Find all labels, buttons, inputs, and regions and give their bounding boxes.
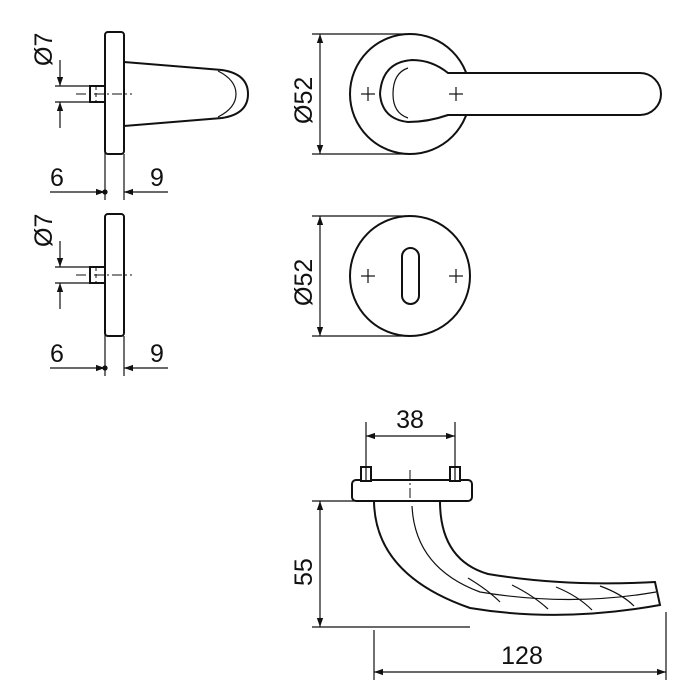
front-view-escutcheon: Ø52 xyxy=(290,215,471,337)
dim-rose-diameter: Ø52 xyxy=(290,77,318,124)
dim-top-left-offset: 6 xyxy=(50,164,64,192)
dim-top-spindle-diameter: Ø7 xyxy=(30,33,58,66)
side-view-curved-lever: 38 55 128 xyxy=(290,406,667,680)
front-view-rose-with-lever: Ø52 xyxy=(290,33,662,155)
dim-screw-spacing: 38 xyxy=(396,406,424,434)
side-view-rose-with-handle: Ø7 6 9 xyxy=(30,31,250,200)
dim-mid-right-offset: 9 xyxy=(150,340,164,368)
side-view-escutcheon: Ø7 6 9 xyxy=(30,213,168,376)
dim-handle-height: 55 xyxy=(290,558,318,586)
dim-top-right-offset: 9 xyxy=(150,164,164,192)
dim-escutcheon-diameter: Ø52 xyxy=(290,259,318,306)
dim-mid-spindle-diameter: Ø7 xyxy=(30,214,58,247)
dim-mid-left-offset: 6 xyxy=(50,340,64,368)
dim-handle-length: 128 xyxy=(501,642,543,670)
